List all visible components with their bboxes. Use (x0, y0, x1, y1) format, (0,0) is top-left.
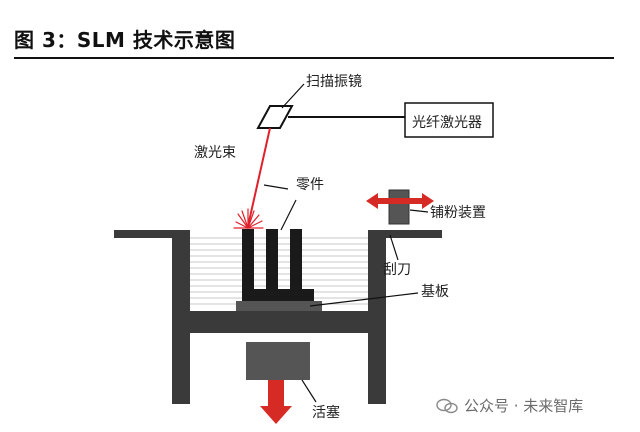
figure-title: 图 3：SLM 技术示意图 (14, 28, 236, 52)
part-shape (242, 229, 314, 301)
piston-block (246, 342, 310, 380)
label-piston: 活塞 (312, 404, 340, 421)
down-arrow (260, 380, 292, 424)
double-arrow (366, 193, 434, 209)
watermark: 公众号 · 未来智库 (436, 395, 583, 416)
substrate-plate (236, 301, 322, 311)
label-scraper: 刮刀 (383, 262, 411, 278)
wechat-icon (436, 398, 458, 414)
label-fiber-laser: 光纤激光器 (412, 114, 482, 131)
label-powder-device: 铺粉装置 (430, 205, 486, 221)
label-laser-beam: 激光束 (194, 144, 236, 161)
watermark-text: 公众号 · 未来智库 (464, 397, 584, 415)
fiber-laser-box (404, 102, 494, 138)
label-part: 零件 (296, 177, 324, 193)
laser-spark (233, 208, 264, 229)
laser-beam-line (247, 127, 271, 227)
leader-lines (263, 83, 429, 403)
title-divider (14, 57, 614, 59)
label-substrate: 基板 (421, 283, 449, 300)
machine-frame (114, 230, 442, 404)
powder-device (388, 189, 410, 225)
label-scan-mirror: 扫描振镜 (306, 74, 362, 90)
